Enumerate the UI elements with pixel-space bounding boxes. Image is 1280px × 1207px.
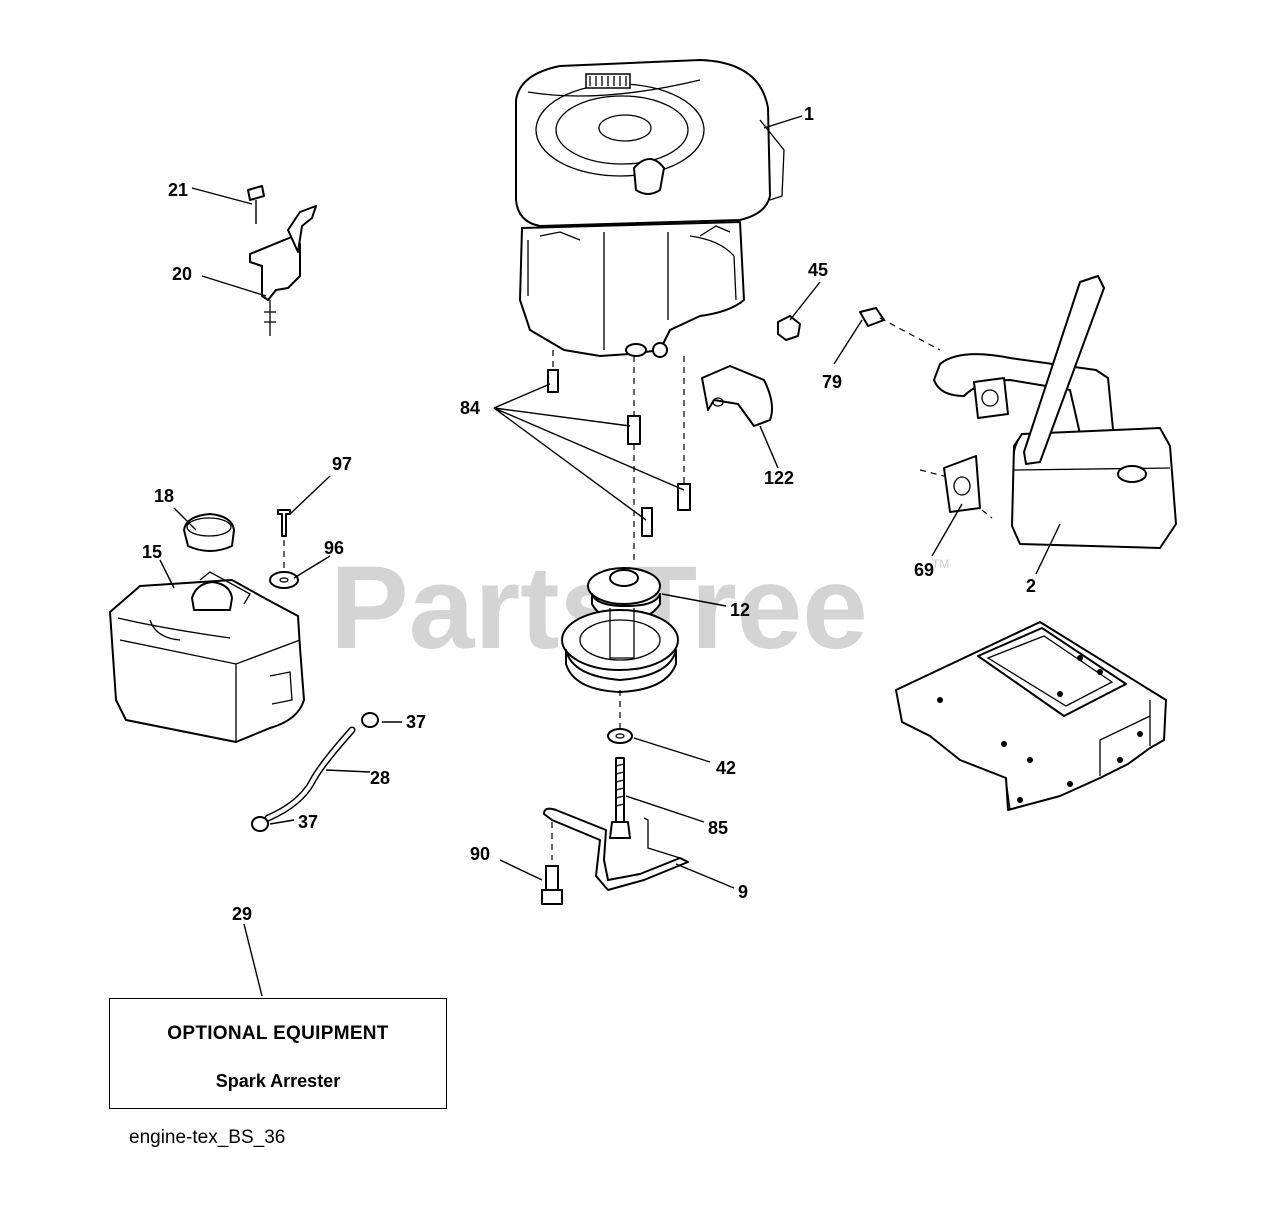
optional-equipment-title: OPTIONAL EQUIPMENT xyxy=(167,1023,389,1044)
bolt-97-washer-96-drawing xyxy=(269,509,299,589)
bolts-84-drawing xyxy=(547,350,691,560)
callout-2: 2 xyxy=(1026,576,1036,596)
fuel-tank-drawing xyxy=(109,513,305,743)
callout-42: 42 xyxy=(716,758,736,778)
callout-18: 18 xyxy=(154,486,174,506)
optional-equipment-box: OPTIONAL EQUIPMENT Spark Arrester xyxy=(109,998,447,1109)
callout-15: 15 xyxy=(142,542,162,562)
callout-90: 90 xyxy=(470,844,490,864)
mounting-plate-drawing xyxy=(895,621,1167,811)
callout-37-upper: 37 xyxy=(406,712,426,732)
callout-122: 122 xyxy=(764,468,794,488)
fuel-line-drawing xyxy=(251,712,379,832)
callout-21: 21 xyxy=(168,180,188,200)
throttle-control-drawing xyxy=(247,185,317,336)
pulley-drawing xyxy=(561,567,679,693)
callout-9: 9 xyxy=(738,882,748,902)
callout-28: 28 xyxy=(370,768,390,788)
optional-equipment-item: Spark Arrester xyxy=(215,1071,341,1091)
callout-69: 69 xyxy=(914,560,934,580)
heat-shield-drawing xyxy=(701,365,773,427)
watermark-tm: TM xyxy=(932,557,949,571)
callout-labels: 1 21 20 45 79 84 122 97 18 96 15 12 69 2… xyxy=(142,104,1036,924)
leader-lines xyxy=(159,115,1061,997)
callout-20: 20 xyxy=(172,264,192,284)
callout-37-lower: 37 xyxy=(298,812,318,832)
callout-29: 29 xyxy=(232,904,252,924)
callout-84: 84 xyxy=(460,398,480,418)
bolt-85-washer-42-drawing xyxy=(607,690,633,839)
belt-guide-drawing xyxy=(541,807,689,905)
diagram-reference-code: engine-tex_BS_36 xyxy=(129,1127,286,1148)
nut-drawing xyxy=(777,315,801,341)
engine-drawing xyxy=(515,59,785,358)
callout-85: 85 xyxy=(708,818,728,838)
callout-96: 96 xyxy=(324,538,344,558)
callout-97: 97 xyxy=(332,454,352,474)
callout-12: 12 xyxy=(730,600,750,620)
muffler-drawing xyxy=(859,275,1177,549)
callout-79: 79 xyxy=(822,372,842,392)
callout-45: 45 xyxy=(808,260,828,280)
callout-1: 1 xyxy=(804,104,814,124)
